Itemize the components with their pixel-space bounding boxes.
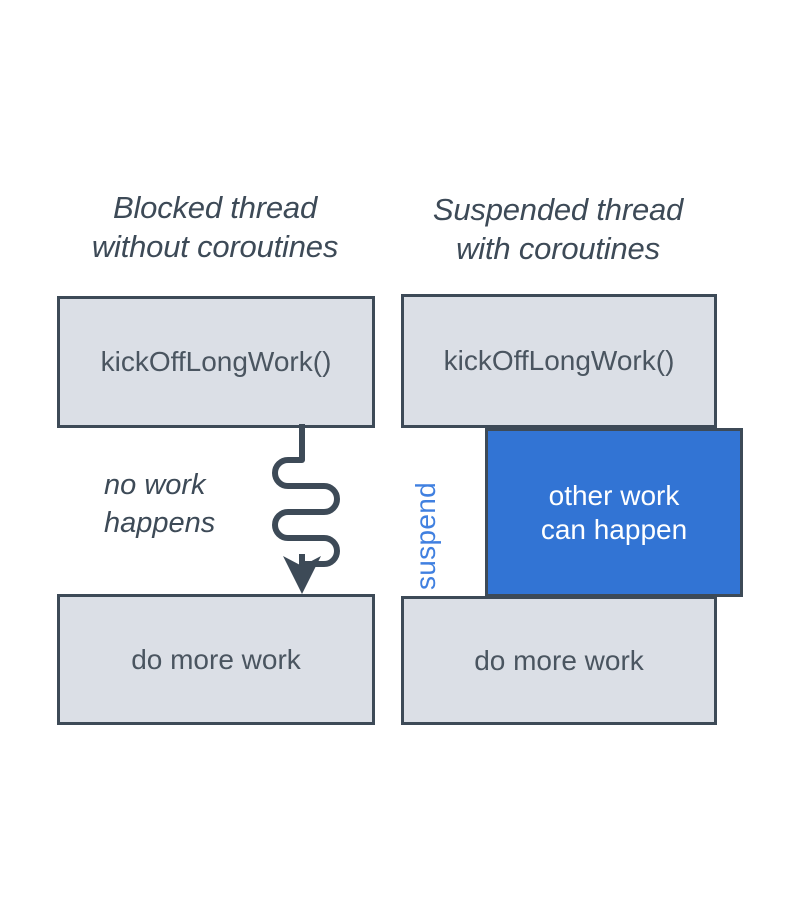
annotation-no-work-happens: no work happens — [104, 469, 216, 539]
box-other-work-can-happen: other work can happen — [485, 428, 743, 597]
box-suspended-kick-off-long-work: kickOffLongWork() — [401, 294, 717, 428]
squiggly-down-arrow-icon — [272, 424, 340, 594]
annotation-suspend: suspend — [410, 482, 441, 590]
box-blocked-kick-off-long-work: kickOffLongWork() — [57, 296, 375, 428]
column-title-blocked: Blocked thread without coroutines — [91, 190, 339, 264]
box-blocked-do-more-work: do more work — [57, 594, 375, 725]
annotation-suspend-wrapper: suspend — [402, 436, 450, 590]
column-title-suspended: Suspended thread with coroutines — [432, 192, 684, 266]
box-suspended-do-more-work: do more work — [401, 596, 717, 725]
